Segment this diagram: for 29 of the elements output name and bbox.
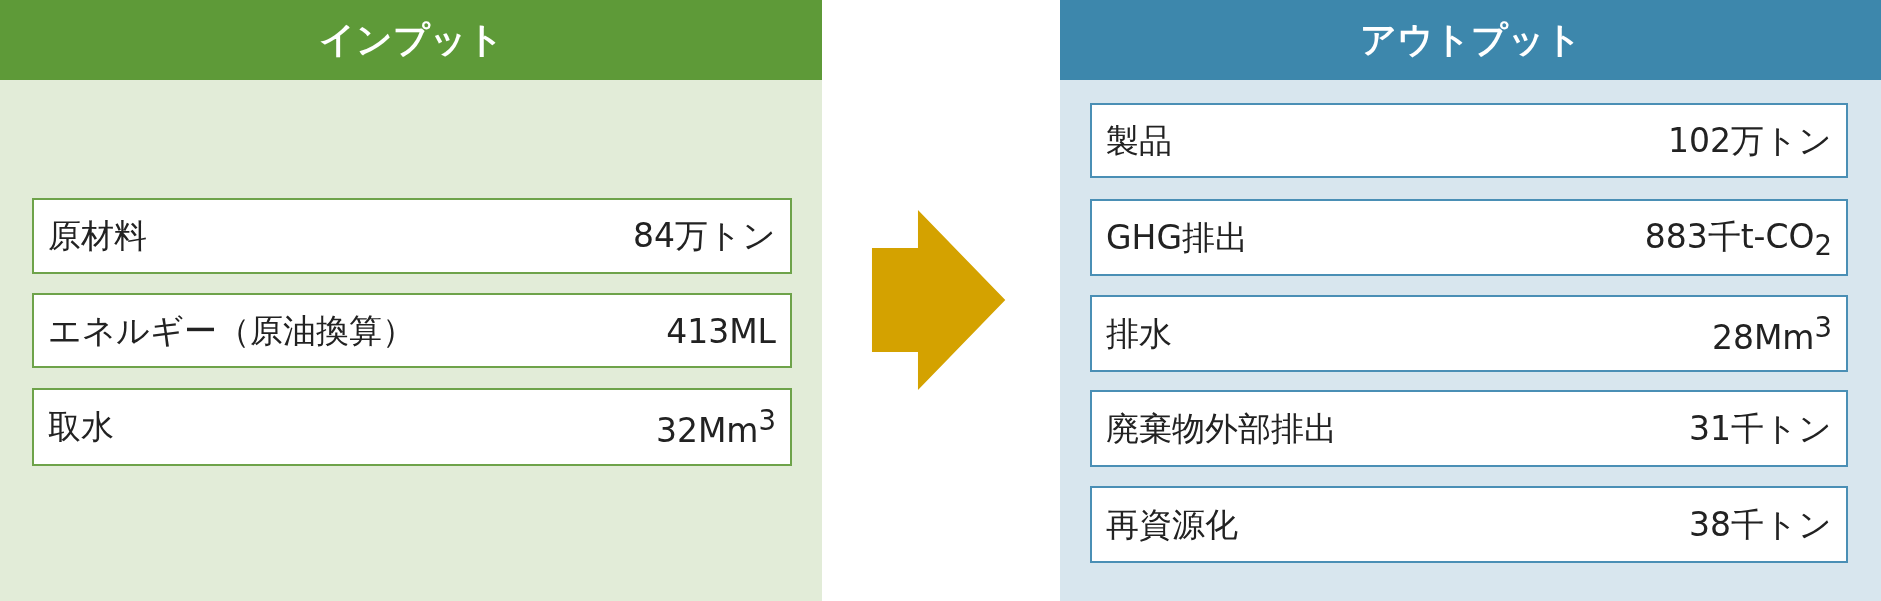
item-label: 廃棄物外部排出 [1106,407,1337,449]
panel [0,0,822,601]
item-label: GHG排出 [1106,216,1248,258]
item-label: 取水 [48,405,114,448]
item-value: 84万トン [633,214,776,257]
item-label: 排水 [1106,312,1172,354]
data-row [1090,390,1848,467]
panel [1060,0,1881,601]
data-row [1090,103,1848,178]
panel-heading: インプット [0,0,822,80]
item-label: 再資源化 [1106,503,1238,545]
data-row [32,198,792,274]
data-row [32,388,792,466]
item-value: 31千トン [1689,407,1832,449]
item-label: 製品 [1106,119,1172,161]
item-value: 38千トン [1689,503,1832,545]
item-value: 102万トン [1668,119,1832,161]
panel-heading: アウトプット [1060,0,1881,80]
item-value: 883千t-CO$_{2}$ [1644,215,1832,261]
data-row [1090,486,1848,563]
data-row [1090,199,1848,276]
item-label: 原材料 [48,214,147,257]
item-value: 413ML [666,311,776,350]
block-arrow [872,210,1006,390]
item-value: 32Mm$^{3}$ [655,404,776,450]
item-label: エネルギー（原油換算） [48,309,415,351]
data-row [1090,295,1848,372]
item-value: 28Mm$^{3}$ [1711,310,1832,357]
data-row [32,293,792,368]
